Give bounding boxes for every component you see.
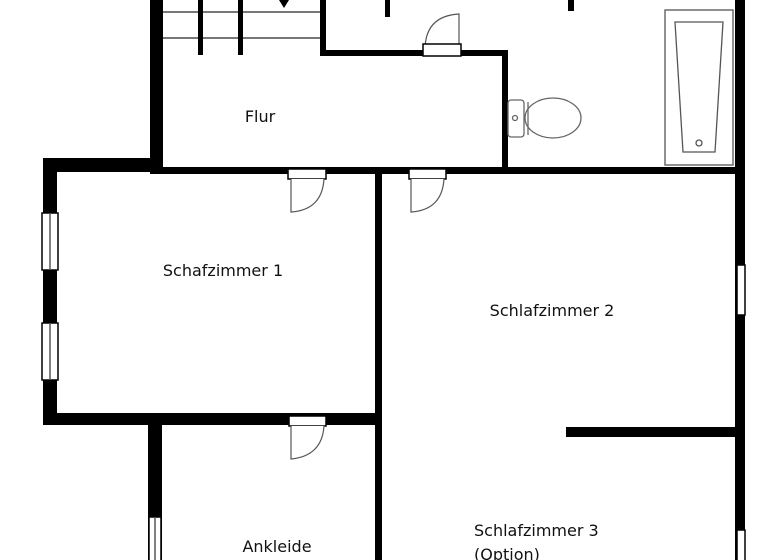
room-label-ankleide: Ankleide bbox=[242, 537, 312, 556]
doors bbox=[287, 13, 462, 460]
stair-arrow-icon bbox=[279, 0, 289, 8]
stairs bbox=[163, 0, 320, 55]
door-ankleide bbox=[288, 415, 327, 460]
room-label-schlafzimmer-2: Schlafzimmer 2 bbox=[489, 301, 615, 320]
room-label-flur: Flur bbox=[244, 107, 276, 126]
door-bath bbox=[422, 13, 462, 57]
door-schlafzimmer1 bbox=[287, 168, 327, 213]
bathtub-icon bbox=[664, 9, 734, 166]
window-right-2 bbox=[736, 529, 746, 560]
windows bbox=[41, 212, 746, 560]
room-label-schlafzimmer-1: Schafzimmer 1 bbox=[162, 261, 284, 280]
door-schlafzimmer2 bbox=[408, 168, 447, 213]
toilet-icon bbox=[507, 97, 582, 139]
room-label-schlafzimmer-3-option: (Option) bbox=[474, 545, 540, 560]
window-right-1 bbox=[736, 264, 746, 316]
walls bbox=[43, 0, 745, 560]
room-label-schlafzimmer-3: Schlafzimmer 3 bbox=[474, 521, 599, 540]
